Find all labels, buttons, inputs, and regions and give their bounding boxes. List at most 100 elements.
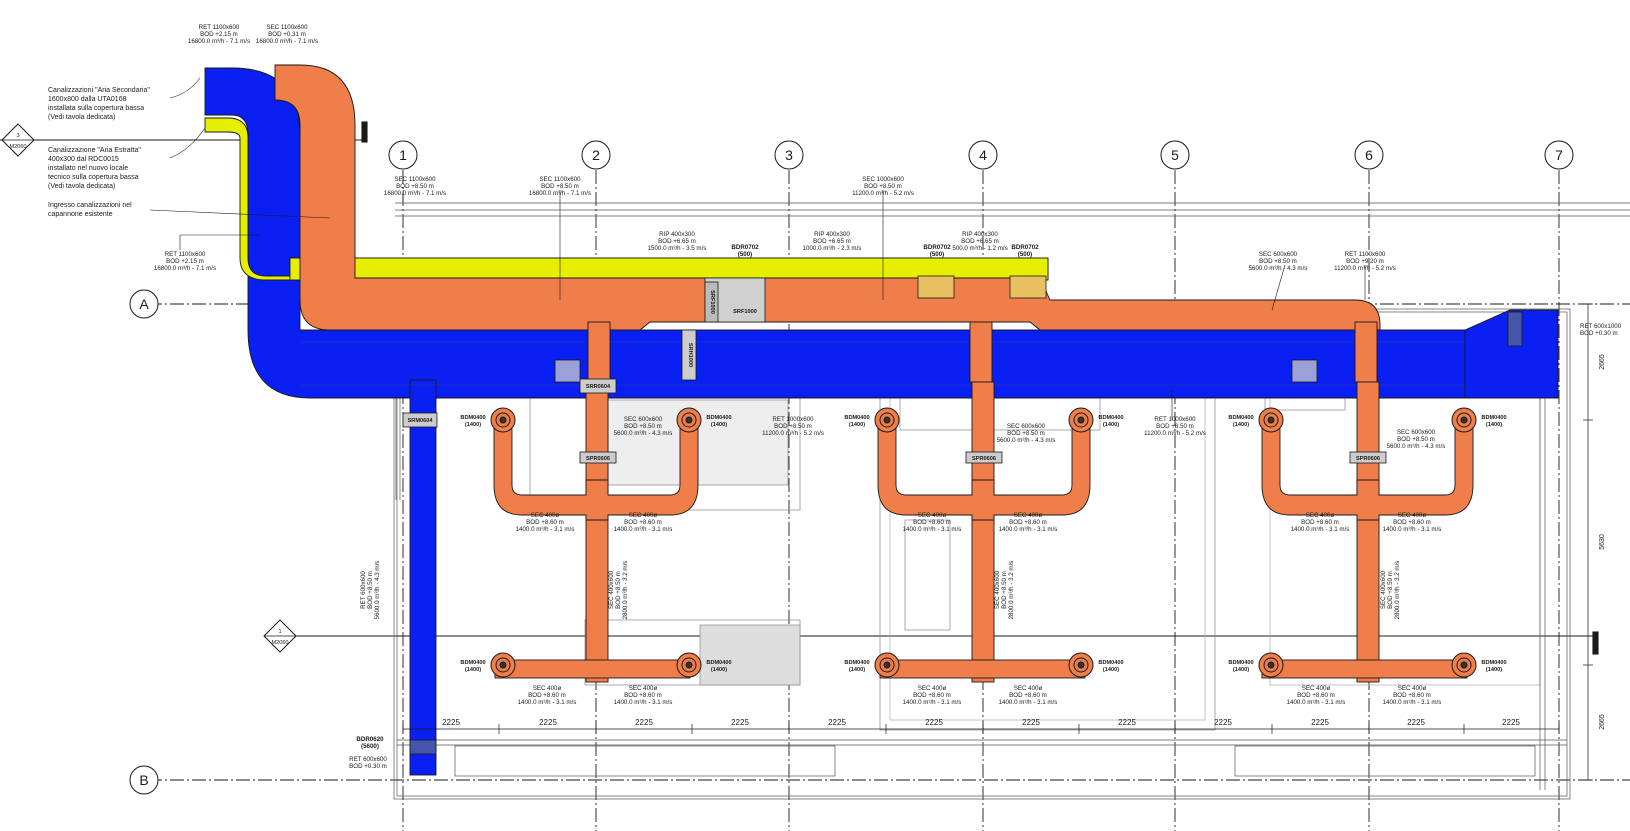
- grid-label: B: [139, 772, 148, 788]
- tag-ret-bottom: RET 600x600 BOD +0.30 m: [349, 756, 387, 770]
- grid-bubbles: 1 2 3 4 5 6 7 A B: [129, 140, 1574, 795]
- tag-line: BOD +6.65 m: [813, 238, 851, 245]
- bdm-label: (1400): [1486, 422, 1502, 428]
- note-line: capannone esistente: [48, 211, 113, 218]
- bdm-label: (1400): [711, 422, 727, 428]
- equipment-label: SRF1000: [733, 309, 757, 315]
- tag-line: (500): [930, 251, 944, 258]
- note-line: Canalizzazione "Aria Estratta": [48, 147, 141, 154]
- section-number: 3: [16, 133, 19, 139]
- diffuser: [1451, 407, 1477, 433]
- note-line: tecnico sulla copertura bassa: [48, 174, 139, 181]
- equipment-label: SRM0604: [408, 418, 434, 424]
- tag-line: BOD +8.50 m: [615, 571, 622, 609]
- note-line: 1600x800 dalla UTA0168: [48, 96, 127, 103]
- tag-line: 1400.0 m³/h - 3.1 m/s: [999, 526, 1058, 533]
- tag-line: 5600.0 m³/h - 4.3 m/s: [1249, 265, 1308, 272]
- supply-duct: [274, 64, 1474, 683]
- dimension-text: 2225: [731, 718, 749, 727]
- note-ingresso: Ingresso canalizzazioni nel capannone es…: [48, 202, 132, 218]
- grid-label: 5: [1171, 147, 1179, 163]
- tag-rip1: RIP 400x300 BOD +6.65 m 1500.0 m³/h - 3.…: [648, 231, 707, 252]
- tag-line: 1000.0 m³/h - 2.3 m/s: [803, 245, 862, 252]
- tag-bdr2: BDR0702 (500): [923, 244, 951, 258]
- tag-line: SEC 400ø: [1302, 685, 1331, 692]
- tag-sec-c1: SEC 1100x600 BOD +8.50 m 16800.0 m³/h - …: [384, 176, 446, 197]
- grid-bubble-4: 4: [968, 140, 998, 170]
- bdm-label: (1400): [1233, 667, 1249, 673]
- tag-line: 5600.0 m³/h - 4.3 m/s: [614, 430, 673, 437]
- tag-bdr0620: BDR0620 (5600): [356, 736, 384, 750]
- grid-bubble-7: 7: [1544, 140, 1574, 170]
- grid-bubble-2: 2: [581, 140, 611, 170]
- tag-line: BOD +8.60 m: [1393, 519, 1431, 526]
- tag-line: 16800.0 m³/h - 7.1 m/s: [529, 190, 591, 197]
- tag-line: 1400.0 m³/h - 3.1 m/s: [614, 526, 673, 533]
- bdm-label: BDM0400: [1228, 415, 1253, 421]
- bdm-label: BDM0400: [1481, 415, 1506, 421]
- dimension-text: 2225: [1214, 718, 1232, 727]
- tag-line: BOD +8.50 m: [367, 571, 374, 609]
- tag-line: 1400.0 m³/h - 3.1 m/s: [1383, 699, 1442, 706]
- bdm-label: BDM0400: [460, 660, 485, 666]
- tag-line: BOD +8.60 m: [1009, 692, 1047, 699]
- tag-line: RET 600x1000: [1580, 323, 1622, 330]
- tag-line: SEC 400ø: [1306, 512, 1335, 519]
- tag-line: SEC 400ø: [918, 685, 947, 692]
- tag-line: SEC 400ø: [1398, 685, 1427, 692]
- tag-line: BOD +2.15 m: [166, 258, 204, 265]
- tag-line: 16800.0 m³/h - 7.1 m/s: [384, 190, 446, 197]
- grid-label: 1: [399, 147, 407, 163]
- tag-line: 11200.0 m³/h - 5.2 m/s: [1334, 265, 1396, 272]
- dimension-text: 2225: [442, 718, 460, 727]
- tag-line: RET 600x600: [360, 571, 367, 609]
- tag-line: BOD +6.65 m: [961, 238, 999, 245]
- tag-line: BOD +8.50 m: [1259, 258, 1297, 265]
- bdm-label: BDM0400: [460, 415, 485, 421]
- tag-line: SEC 400ø: [531, 512, 560, 519]
- tag-line: SEC 400x600: [994, 570, 1001, 609]
- grid-bubble-1: 1: [388, 140, 418, 170]
- tag-line: BDR0620: [356, 736, 384, 743]
- grid-bubble-6: 6: [1354, 140, 1384, 170]
- return-duct: [204, 67, 1559, 776]
- tag-line: 5600.0 m³/h - 4.3 m/s: [1387, 443, 1446, 450]
- tag-line: 1400.0 m³/h - 3.1 m/s: [1291, 526, 1350, 533]
- note-line: Canalizzazioni "Aria Secondaria": [48, 87, 150, 94]
- bdm-label: (1400): [1486, 667, 1502, 673]
- bdm-label: (1400): [1103, 422, 1119, 428]
- tag-line: BOD +8.50 m: [1156, 423, 1194, 430]
- tag-line: BOD +8.60 m: [526, 519, 564, 526]
- tag-line: SEC 1000x600: [862, 176, 904, 183]
- tag-ret-left: RET 1100x600 BOD +2.15 m 16800.0 m³/h - …: [154, 251, 216, 272]
- diffuser: [874, 652, 900, 678]
- tag-line: BOD +8.50 m: [1007, 430, 1045, 437]
- diffuser: [1068, 407, 1094, 433]
- tag-line: BOD +0.30 m: [1580, 330, 1618, 337]
- tag-line: (500): [1018, 251, 1032, 258]
- tag-rip2: RIP 400x300 BOD +6.65 m 1000.0 m³/h - 2.…: [803, 231, 862, 252]
- tag-line: 1400.0 m³/h - 3.1 m/s: [518, 699, 577, 706]
- grid-label: 3: [785, 147, 793, 163]
- diffuser: [676, 652, 702, 678]
- diffuser: [1258, 407, 1284, 433]
- tag-line: BDR0702: [923, 244, 951, 251]
- tag-line: 500.0 m³/h - 1.2 m/s: [952, 245, 1007, 252]
- diffuser: [1451, 652, 1477, 678]
- tag-line: 16800.0 m³/h - 7.1 m/s: [154, 265, 216, 272]
- tag-sec-mid1: SEC 600x600 BOD +8.50 m 5600.0 m³/h - 4.…: [614, 416, 673, 437]
- diffuser: [490, 407, 516, 433]
- tag-line: BOD +8.50 m: [541, 183, 579, 190]
- grid-label: A: [139, 296, 149, 312]
- diffuser: [676, 407, 702, 433]
- bdm-label: BDM0400: [1228, 660, 1253, 666]
- note-aria-secondaria: Canalizzazioni "Aria Secondaria" 1600x80…: [48, 87, 150, 121]
- tag-line: BOD +8.60 m: [624, 519, 662, 526]
- tag-line: 11200.0 m³/h - 5.2 m/s: [762, 430, 824, 437]
- tag-line: SEC 400ø: [1398, 512, 1427, 519]
- dimension-text: 5630: [1599, 534, 1606, 550]
- bdm-label: BDM0400: [1481, 660, 1506, 666]
- tag-bdr1: BDR0702 (500): [731, 244, 759, 258]
- dimension-text: 2225: [1502, 718, 1520, 727]
- tag-line: BOD +0.31 m: [268, 31, 306, 38]
